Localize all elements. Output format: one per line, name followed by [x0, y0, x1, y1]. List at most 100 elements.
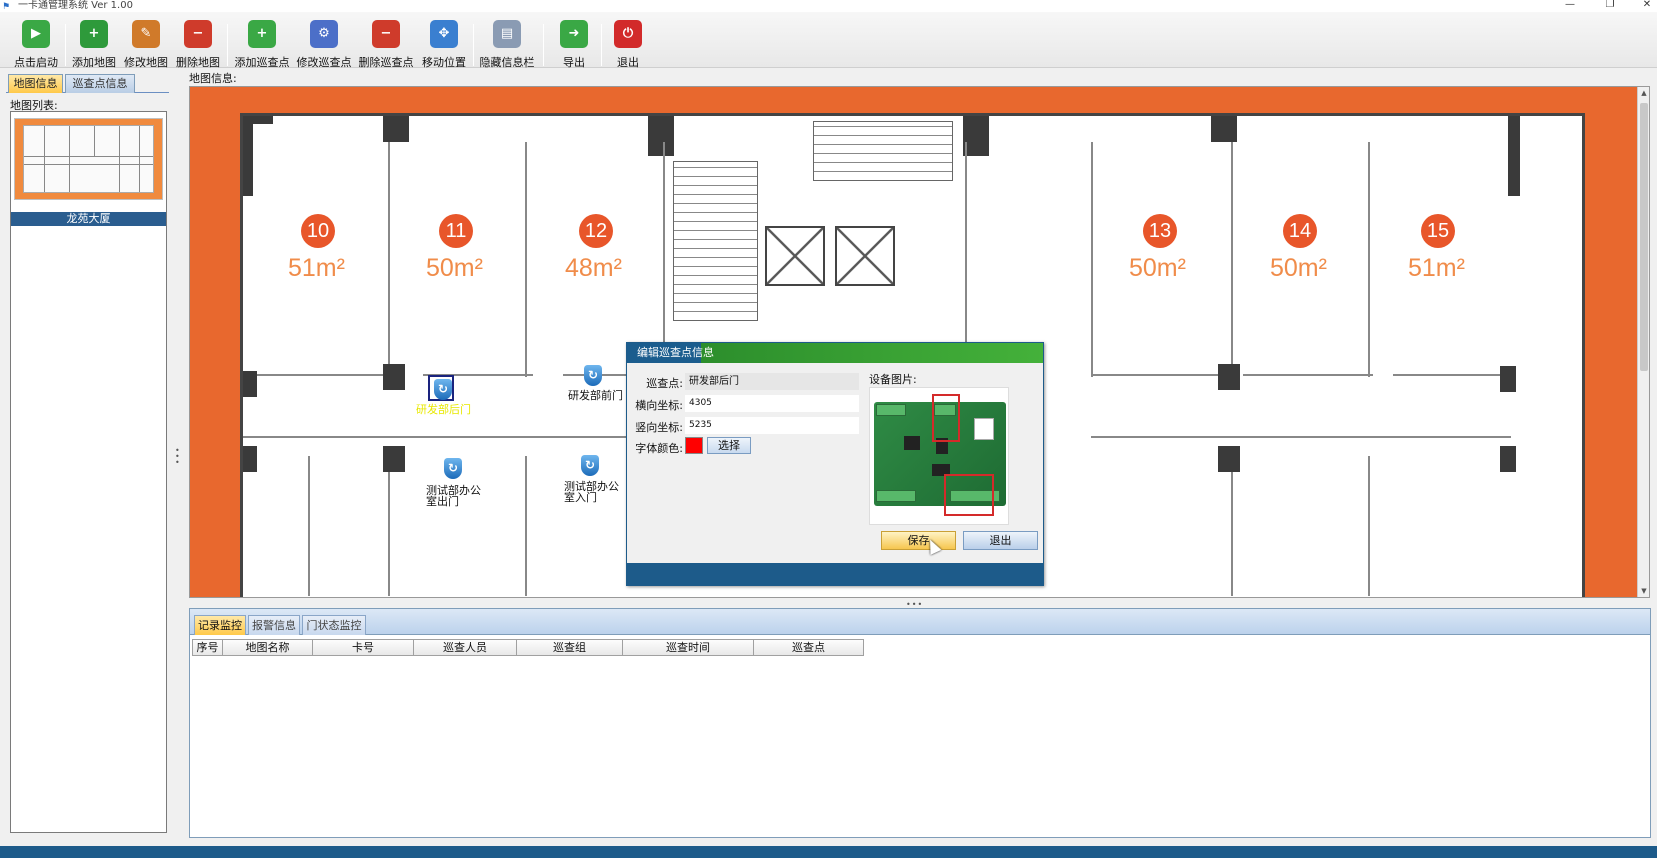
- restore-button[interactable]: ❐: [1605, 0, 1615, 10]
- tab-door-status[interactable]: 门状态监控: [302, 615, 366, 635]
- map-vertical-scrollbar[interactable]: ▲ ▼: [1637, 87, 1649, 597]
- add-point-button[interactable]: + 添加巡查点: [232, 18, 292, 69]
- patrol-point-icon: ↻: [434, 379, 452, 400]
- patrol-point-rd-back-door[interactable]: ↻: [428, 375, 454, 401]
- y-coord-label: 竖向坐标:: [635, 421, 683, 434]
- delete-point-button[interactable]: − 删除巡查点: [356, 18, 416, 69]
- room-area-label: 51m²: [1408, 254, 1465, 282]
- x-coord-label: 横向坐标:: [635, 399, 683, 412]
- app-flag-icon: ⚑: [2, 2, 11, 12]
- window-title: 一卡通管理系统 Ver 1.00: [18, 0, 133, 11]
- add-map-button[interactable]: + 添加地图: [70, 18, 118, 69]
- column-header[interactable]: 巡查点: [754, 639, 864, 656]
- device-image-label: 设备图片:: [869, 373, 917, 386]
- horizontal-splitter-handle[interactable]: •••: [906, 600, 924, 609]
- edit-point-button[interactable]: ⚙ 修改巡查点: [294, 18, 354, 69]
- patrol-point-label: 研发部前门: [568, 389, 623, 402]
- move-icon: ✥: [430, 20, 458, 48]
- room-number-badge: 12: [579, 214, 613, 248]
- patrol-point-test-exit[interactable]: ↻: [440, 456, 466, 482]
- scroll-thumb[interactable]: [1640, 103, 1648, 371]
- exit-app-label: 退出: [617, 56, 639, 69]
- floor-plan-map[interactable]: 10 51m² 11 50m² 12 48m² 13 50m² 14 50m² …: [189, 86, 1650, 598]
- point-name-label: 巡查点:: [646, 377, 683, 390]
- export-icon: ➜: [560, 20, 588, 48]
- move-position-button[interactable]: ✥ 移动位置: [420, 18, 468, 69]
- add-map-label: 添加地图: [72, 56, 116, 69]
- edit-map-label: 修改地图: [124, 56, 168, 69]
- edit-point-icon: ⚙: [310, 20, 338, 48]
- edit-map-icon: ✎: [132, 20, 160, 48]
- patrol-point-label: 研发部后门: [416, 403, 471, 416]
- add-point-label: 添加巡查点: [234, 56, 290, 69]
- patrol-point-label: 测试部办公室出门: [426, 484, 481, 508]
- column-header[interactable]: 卡号: [313, 639, 414, 656]
- vertical-splitter-handle[interactable]: •••: [175, 446, 180, 467]
- map-list-label: 地图列表:: [10, 99, 58, 112]
- left-panel: 地图信息 巡查点信息 地图列表: 龙苑大厦: [6, 74, 169, 838]
- room-area-label: 50m²: [1129, 254, 1186, 282]
- scroll-up-icon[interactable]: ▲: [1641, 89, 1647, 97]
- add-map-icon: +: [80, 20, 108, 48]
- column-header[interactable]: 巡查时间: [623, 639, 754, 656]
- patrol-point-icon: ↻: [584, 365, 602, 386]
- patrol-point-icon: ↻: [444, 458, 462, 479]
- export-button[interactable]: ➜ 导出: [558, 18, 590, 69]
- hide-info-panel-button[interactable]: ▤ 隐藏信息栏: [478, 18, 536, 69]
- room-area-label: 51m²: [288, 254, 345, 282]
- room-area-label: 50m²: [1270, 254, 1327, 282]
- move-position-label: 移动位置: [422, 56, 466, 69]
- delete-map-icon: −: [184, 20, 212, 48]
- monitor-tabs: 记录监控 报警信息 门状态监控: [190, 609, 1650, 635]
- scroll-down-icon[interactable]: ▼: [1641, 587, 1647, 595]
- column-header[interactable]: 巡查人员: [414, 639, 517, 656]
- map-thumbnail[interactable]: [14, 118, 163, 200]
- device-image: [869, 387, 1009, 525]
- hide-panel-icon: ▤: [493, 20, 521, 48]
- patrol-point-test-entry[interactable]: ↻: [577, 453, 603, 479]
- dialog-footer: [627, 563, 1043, 585]
- edit-map-button[interactable]: ✎ 修改地图: [122, 18, 170, 69]
- export-label: 导出: [563, 56, 585, 69]
- edit-patrol-point-dialog: 编辑巡查点信息 巡查点: 研发部后门 横向坐标: 4305 竖向坐标: 5235…: [626, 342, 1044, 586]
- delete-point-icon: −: [372, 20, 400, 48]
- room-number-badge: 15: [1421, 214, 1455, 248]
- delete-point-label: 删除巡查点: [358, 56, 414, 69]
- room-number-badge: 11: [439, 214, 473, 248]
- room-number-badge: 13: [1143, 214, 1177, 248]
- column-header[interactable]: 巡查组: [517, 639, 623, 656]
- minimize-button[interactable]: —: [1565, 0, 1575, 10]
- patrol-point-rd-front-door[interactable]: ↻: [580, 363, 606, 389]
- tab-alarm-info[interactable]: 报警信息: [248, 615, 300, 635]
- delete-map-button[interactable]: − 删除地图: [174, 18, 222, 69]
- tab-point-info[interactable]: 巡查点信息: [65, 74, 135, 93]
- title-bar: ⚑ 一卡通管理系统 Ver 1.00 — ❐ ✕: [0, 0, 1657, 12]
- tab-map-info[interactable]: 地图信息: [8, 74, 63, 93]
- monitor-panel: 记录监控 报警信息 门状态监控 序号 地图名称 卡号 巡查人员 巡查组 巡查时间…: [189, 608, 1651, 838]
- close-window-button[interactable]: ✕: [1642, 0, 1652, 10]
- start-button[interactable]: ▶ 点击启动: [10, 18, 62, 69]
- map-list[interactable]: 龙苑大厦: [10, 111, 167, 833]
- room-number-badge: 14: [1283, 214, 1317, 248]
- save-button[interactable]: 保存: [881, 531, 956, 550]
- start-label: 点击启动: [14, 56, 58, 69]
- tab-record-monitor[interactable]: 记录监控: [194, 615, 246, 635]
- choose-color-button[interactable]: 选择: [707, 437, 751, 454]
- column-header[interactable]: 地图名称: [223, 639, 313, 656]
- column-header[interactable]: 序号: [192, 639, 223, 656]
- x-coord-input[interactable]: 4305: [685, 395, 859, 412]
- font-color-label: 字体颜色:: [635, 442, 683, 455]
- hide-info-panel-label: 隐藏信息栏: [479, 56, 535, 69]
- point-name-field[interactable]: 研发部后门: [685, 373, 859, 390]
- exit-app-button[interactable]: ⏻ 退出: [612, 18, 644, 69]
- edit-point-label: 修改巡查点: [296, 56, 352, 69]
- y-coord-input[interactable]: 5235: [685, 417, 859, 434]
- room-area-label: 48m²: [565, 254, 622, 282]
- room-area-label: 50m²: [426, 254, 483, 282]
- main-toolbar: ▶ 点击启动 + 添加地图 ✎ 修改地图 − 删除地图 + 添加巡查点 ⚙ 修改…: [0, 12, 1657, 69]
- map-info-label: 地图信息:: [189, 72, 237, 85]
- start-icon: ▶: [22, 20, 50, 48]
- add-point-icon: +: [248, 20, 276, 48]
- map-item-name[interactable]: 龙苑大厦: [11, 212, 166, 226]
- exit-dialog-button[interactable]: 退出: [963, 531, 1038, 550]
